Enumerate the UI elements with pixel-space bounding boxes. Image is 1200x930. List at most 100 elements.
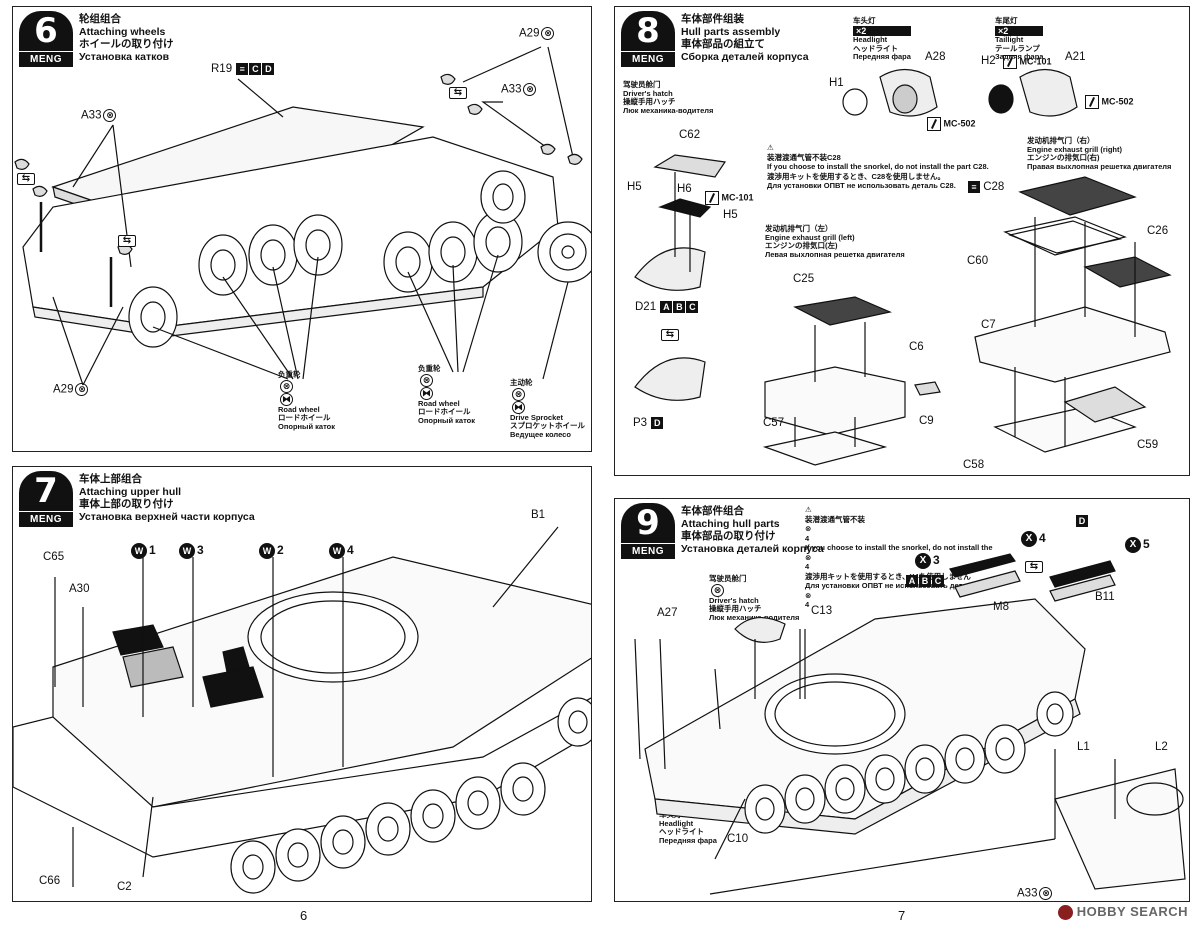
- watermark-logo-icon: [1057, 905, 1073, 920]
- paint-icon: [1085, 95, 1099, 109]
- label-c57: C57: [763, 417, 785, 429]
- cut-icon: ⊗: [523, 83, 537, 96]
- title-en: Attaching wheels: [79, 25, 166, 38]
- label-a33-right: A33⊗: [501, 83, 537, 96]
- cut-icon: ⊗: [541, 27, 555, 40]
- step-6-drawing: [14, 46, 591, 386]
- sprocket-caption: 主动轮 ⊗⧓ Drive Sprocket スプロケットホイール Ведущее…: [510, 378, 585, 439]
- step-8-title: 车体部件组装 Hull parts assembly 車体部品の組立て Сбор…: [681, 13, 809, 63]
- step-9-panel: 9 MENG 车体部件组合 Attaching hull parts 車体部品の…: [614, 498, 1190, 902]
- label-mc502a: MC-502: [927, 117, 976, 131]
- cement-icon: ≡: [968, 181, 980, 193]
- page-number-right: 7: [898, 908, 906, 923]
- step-8-panel: 8 MENG 车体部件组装 Hull parts assembly 車体部品の組…: [614, 6, 1190, 476]
- title-zh: 车体部件组合: [681, 505, 744, 517]
- step-7-drawing: [13, 526, 591, 894]
- brand-logo: MENG: [19, 52, 73, 67]
- brand-logo: MENG: [19, 512, 73, 527]
- label-b11: B11: [1095, 591, 1115, 603]
- paint-icon: [705, 191, 719, 205]
- label-h6: H6: [677, 183, 692, 195]
- title-zh: 车体部件组装: [681, 13, 744, 25]
- direction-icon: ⇆: [118, 235, 136, 247]
- title-ja: ホイールの取り付け: [79, 38, 174, 50]
- step-6-badge: 6 MENG: [19, 11, 73, 67]
- label-mc101b: MC-101: [705, 191, 754, 205]
- watermark: HOBBY SEARCH: [1057, 904, 1188, 920]
- headlight-caption: 车头灯 ×2 Headlight ヘッドライト Передняя фара: [853, 16, 911, 61]
- title-ja: 車体上部の取り付け: [79, 498, 174, 510]
- cut-icon: ⊗: [280, 379, 293, 393]
- label-c25: C25: [793, 273, 815, 285]
- step-9-drawing: [634, 553, 1186, 895]
- title-ru: Установка катков: [79, 50, 170, 63]
- title-en: Attaching upper hull: [79, 485, 182, 498]
- direction-icon: ⇆: [1025, 561, 1043, 573]
- label-c6: C6: [909, 341, 924, 353]
- label-h2: H2: [981, 55, 996, 67]
- road-wheel-caption-1: 负重轮 ⊗⧓ Road wheel ロードホイール Опорный каток: [278, 370, 335, 431]
- label-a29-bottom: A29⊗: [53, 383, 89, 396]
- title-en: Hull parts assembly: [681, 25, 781, 38]
- paint-icon: [927, 117, 941, 131]
- label-l1: L1: [1077, 741, 1090, 753]
- cement-icon: ≡: [236, 63, 249, 75]
- title-ru: Установка деталей корпуса: [681, 542, 824, 555]
- label-h1: H1: [829, 77, 844, 89]
- cut-icon: ⊗: [512, 387, 525, 401]
- label-c26: C26: [1147, 225, 1169, 237]
- step-6-title: 轮组组合 Attaching wheels ホイールの取り付け Установк…: [79, 13, 174, 63]
- label-c59: C59: [1137, 439, 1159, 451]
- label-h5b: H5: [723, 209, 738, 221]
- step-number: 7: [19, 471, 73, 511]
- hatch-caption-9: 驾驶员舱门 ⊗ Driver's hatch 操縦手用ハッチ Люк механ…: [709, 574, 800, 622]
- title-en: Attaching hull parts: [681, 517, 780, 530]
- cut-icon: ⊗: [420, 373, 433, 387]
- label-m8: M8: [993, 601, 1009, 613]
- label-mc101a: MC-101: [1003, 55, 1052, 69]
- step-7-badge: 7 MENG: [19, 471, 73, 527]
- brand-logo: MENG: [621, 544, 675, 559]
- cut-icon: ⊗: [1039, 887, 1053, 900]
- title-ja: 車体部品の取り付け: [681, 530, 776, 542]
- page-number-left: 6: [300, 908, 308, 923]
- label-c65: C65: [43, 551, 65, 563]
- label-l2: L2: [1155, 741, 1168, 753]
- label-c62: C62: [679, 129, 701, 141]
- direction-icon: ⇆: [449, 87, 467, 99]
- label-c28: ≡ C28: [967, 181, 1004, 193]
- road-wheels: [230, 697, 591, 894]
- label-c66: C66: [39, 875, 61, 887]
- step-8-badge: 8 MENG: [621, 11, 675, 67]
- taillight-caption: 车尾灯 ×2 Taillight テールランプ Задняя фара: [995, 16, 1044, 61]
- road-wheels: [744, 691, 1074, 834]
- step-7-panel: 7 MENG 车体上部组合 Attaching upper hull 車体上部の…: [12, 466, 592, 902]
- step-number: 8: [621, 11, 675, 51]
- label-a21: A21: [1065, 51, 1086, 63]
- label-c2: C2: [117, 881, 132, 893]
- cut-icon: ⊗: [103, 109, 117, 122]
- grill-left-caption: 发动机排气门（左） Engine exhaust grill (left) エン…: [765, 224, 905, 259]
- cut-icon: ⊗: [711, 583, 724, 597]
- step-7-title: 车体上部组合 Attaching upper hull 車体上部の取り付け Ус…: [79, 473, 255, 523]
- paint-icon: [1003, 55, 1017, 69]
- label-p3: P3 D: [633, 417, 664, 429]
- label-a33: A33⊗: [1017, 887, 1053, 900]
- label-b1: B1: [531, 509, 546, 521]
- label-d: D: [1075, 515, 1088, 527]
- road-wheel-caption-2: 负重轮 ⊗⧓ Road wheel ロードホイール Опорный каток: [418, 364, 475, 425]
- brand-logo: MENG: [621, 52, 675, 67]
- label-c7: C7: [981, 319, 996, 331]
- label-c60: C60: [967, 255, 989, 267]
- title-zh: 车体上部组合: [79, 473, 142, 485]
- title-ru: Сборка деталей корпуса: [681, 50, 809, 63]
- step-number: 9: [621, 503, 675, 543]
- label-c10: C10: [727, 833, 749, 845]
